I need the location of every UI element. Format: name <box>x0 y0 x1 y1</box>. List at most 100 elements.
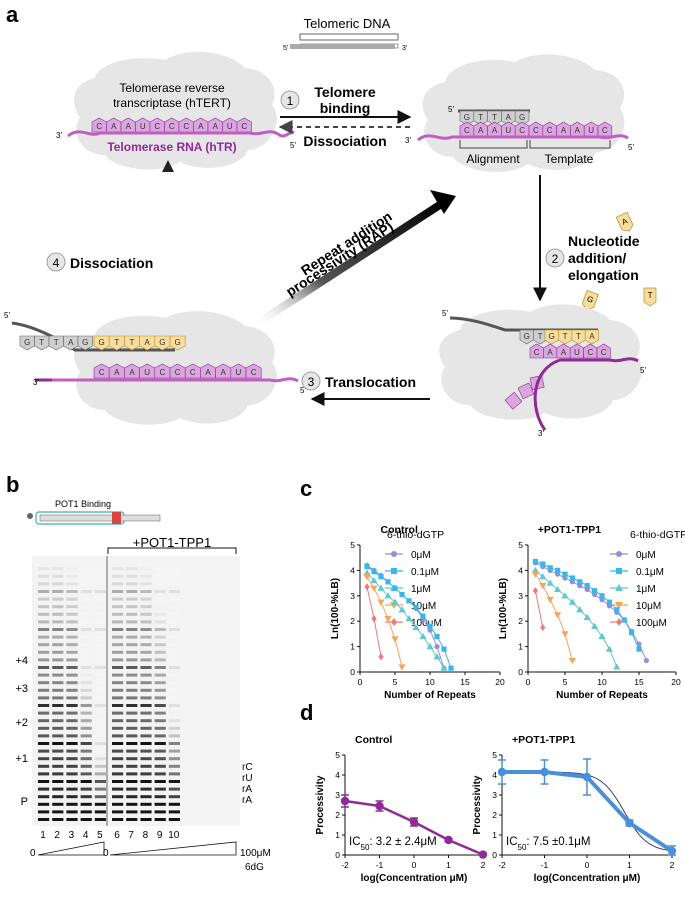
dna-nucleotide-letter: T <box>39 338 44 347</box>
dna-nucleotide <box>473 110 488 126</box>
gel-band <box>112 605 124 609</box>
gel-band <box>80 696 92 700</box>
gel-band <box>38 567 50 571</box>
data-point <box>364 563 370 570</box>
rna-nucleotide-letter: A <box>198 122 204 131</box>
wedge-left-start: 0 <box>30 848 36 859</box>
legend-swatch-marker <box>616 568 622 574</box>
gel-band <box>80 620 92 624</box>
gel-band <box>154 711 166 715</box>
x-tick-label: 0 <box>526 677 531 687</box>
step4-dissociation: 4 Dissociation <box>46 160 174 310</box>
wedge-right-start: 0 <box>103 848 109 859</box>
gel-band <box>94 582 106 586</box>
data-point <box>547 565 553 571</box>
data-point <box>636 646 642 652</box>
data-point <box>384 616 392 623</box>
x-tick-label: -1 <box>376 860 384 870</box>
x-tick-label: 5 <box>393 677 398 687</box>
gel-band <box>140 582 152 586</box>
rna-nucleotide <box>215 363 232 379</box>
gel-band <box>52 795 64 799</box>
data-point <box>433 653 441 660</box>
dna-nucleotide-letter: G <box>82 338 88 347</box>
gel-band <box>168 673 180 677</box>
gel-band <box>140 605 152 609</box>
data-point <box>540 561 546 567</box>
gel-band <box>126 711 138 715</box>
x-tick-label: 15 <box>634 677 644 687</box>
rna-nucleotide <box>583 343 598 359</box>
gel-band <box>52 742 64 745</box>
gel-band <box>80 818 92 821</box>
dna-nucleotide-letter: G <box>98 338 104 347</box>
data-point <box>625 818 634 828</box>
y-tick-label: 0 <box>492 850 497 860</box>
step1-telomere-binding: 1 Telomere binding Dissociation <box>278 84 412 149</box>
data-point <box>391 598 399 605</box>
gel-band <box>80 780 92 783</box>
data-point <box>370 585 378 592</box>
gel-band <box>66 749 78 753</box>
gel-band <box>112 764 124 768</box>
data-point <box>539 583 547 590</box>
legend-swatch-marker <box>615 602 623 609</box>
gel-band <box>38 612 50 616</box>
gel-band <box>112 635 124 639</box>
gel-band <box>52 787 64 791</box>
gel-band <box>126 764 138 768</box>
dna-nucleotide <box>571 329 586 345</box>
gel-band <box>52 567 64 571</box>
gel-band <box>154 742 166 745</box>
gel-band <box>112 742 124 745</box>
step2-label-line1: Nucleotide <box>568 233 640 249</box>
gel-band <box>66 802 78 806</box>
gel-band <box>94 764 106 768</box>
legend-swatch-marker <box>391 551 397 557</box>
gel-band <box>52 635 64 639</box>
dna-nucleotide-letter: A <box>506 113 512 122</box>
gel-band <box>168 818 180 821</box>
rna-nucleotide-letter: A <box>213 122 219 131</box>
gel-band <box>80 734 92 738</box>
gel-band <box>80 688 92 692</box>
gel-band <box>80 764 92 768</box>
gel-band <box>154 749 166 753</box>
gel-band <box>154 772 166 776</box>
dna-nucleotide <box>544 329 559 345</box>
gel-band <box>94 658 106 662</box>
gel-condition-label: +POT1-TPP1 <box>133 535 211 550</box>
gel-band <box>52 764 64 768</box>
gel-band <box>94 590 106 593</box>
gel-band <box>52 749 64 753</box>
y-tick-label: 4 <box>518 565 523 575</box>
gel-band <box>112 749 124 753</box>
x-axis-label: Number of Repeats <box>384 690 476 701</box>
gel-band <box>168 772 180 776</box>
rna-nucleotide <box>169 363 186 379</box>
rna-nucleotide <box>184 363 201 379</box>
gel-band <box>112 696 124 700</box>
legend-swatch-marker <box>616 618 622 626</box>
gel-band <box>168 666 180 669</box>
y-tick-label: 4 <box>335 770 340 780</box>
gel-band <box>94 628 106 631</box>
htr-label: Telomerase RNA (hTR) <box>107 140 236 154</box>
gel-band <box>66 734 78 738</box>
gel-band <box>140 704 152 707</box>
gel-band <box>168 696 180 700</box>
gel-band <box>126 673 138 677</box>
gel-band <box>126 757 138 761</box>
gel-band <box>140 802 152 806</box>
data-point <box>667 846 677 856</box>
gel-band <box>66 567 78 571</box>
rna-nucleotide <box>154 363 171 379</box>
dna-five-prime-c: 5' <box>4 311 10 320</box>
x-tick-label: 0 <box>585 860 590 870</box>
gel-band <box>126 818 138 821</box>
gel-band <box>154 620 166 624</box>
gel-band <box>94 620 106 624</box>
gel-band <box>94 780 106 783</box>
data-point <box>377 584 385 591</box>
gel-band <box>112 574 124 578</box>
